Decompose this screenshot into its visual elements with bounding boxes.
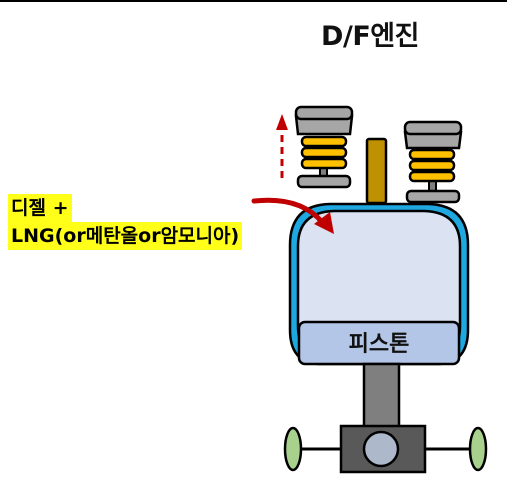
intake-spring-coil-2 [300,146,348,159]
exhaust-spring-coil-1 [408,148,456,161]
connecting-rod [362,362,401,430]
exhaust-spring-coil-3 [408,170,456,183]
exhaust-valve-head [405,189,461,204]
counterweight-right [468,426,488,472]
intake-spring-cap [294,105,354,121]
valve-lift-arrow [276,114,288,178]
diagram-title: D/F엔진 [321,21,419,52]
piston-label: 피스톤 [349,332,410,357]
counterweight-left [283,426,303,472]
crank-pin [362,430,400,468]
intake-spring-coil-1 [300,135,348,148]
fuel-inflow-arrow [251,197,334,234]
top-border-line [0,0,507,2]
intake-spring-coil-3 [300,157,348,170]
exhaust-valve [403,120,463,204]
fuel-injector [365,137,388,205]
fuel-label-line1: 디젤 + [8,194,72,222]
exhaust-spring-coil-2 [408,159,456,172]
crankshaft [283,424,488,474]
intake-valve-head [296,174,352,189]
exhaust-spring-cap [403,120,463,136]
intake-valve [294,105,354,189]
fuel-label: 디젤 + LNG(or메탄올or암모니아) [8,194,243,250]
piston: 피스톤 [297,320,461,366]
fuel-label-line2: LNG(or메탄올or암모니아) [8,222,243,250]
